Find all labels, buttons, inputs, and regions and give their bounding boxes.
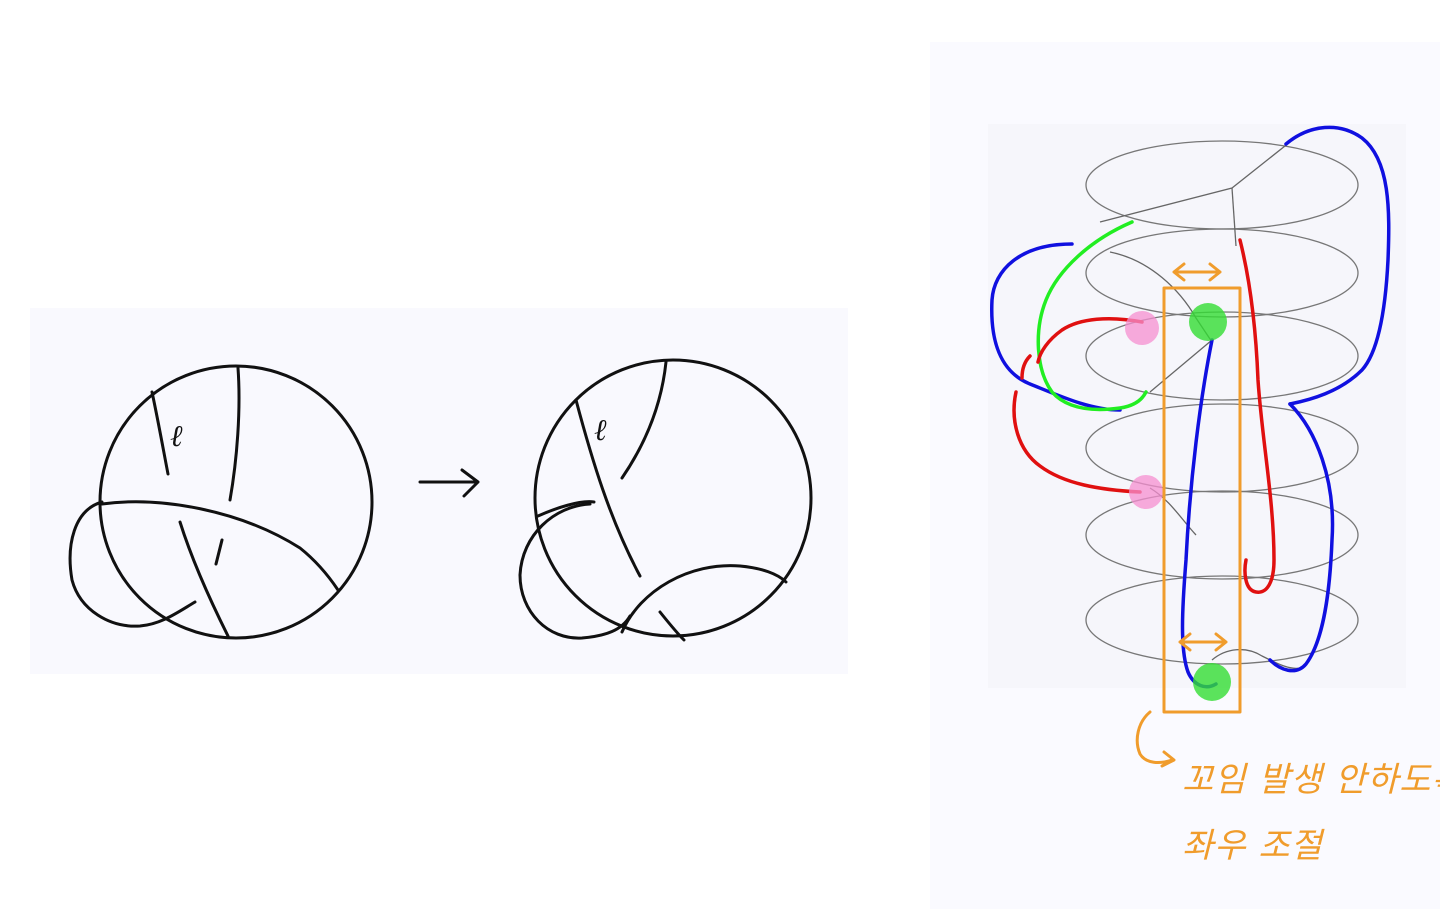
double-arrow-bottom <box>1178 632 1228 652</box>
chord-top-vertical <box>1231 187 1237 247</box>
red-strand-upper <box>1036 317 1144 364</box>
boundary-circle-after <box>533 358 813 638</box>
double-arrow-top <box>1172 262 1222 282</box>
green-dot-lower <box>1193 663 1231 701</box>
chord-mid-2 <box>1149 339 1213 393</box>
blue-strand-right-low <box>1268 402 1335 673</box>
orange-highlight-box <box>1162 286 1242 714</box>
red-strand-lower <box>1012 390 1142 494</box>
note-line-1: 꼬임 발생 안하도록 <box>1182 760 1440 800</box>
stacked-discs <box>1085 140 1359 670</box>
chord-bottom <box>1211 649 1301 670</box>
red-strand-dash <box>1020 354 1032 380</box>
chord-top <box>1099 141 1291 223</box>
pink-dot-upper <box>1125 311 1159 345</box>
strand-l-after <box>574 398 642 578</box>
arrow-shape <box>418 468 480 498</box>
note-pointer-arrow <box>1135 710 1176 768</box>
stacked-discs-background <box>988 124 1406 688</box>
disc-2 <box>1085 228 1359 318</box>
green-strand <box>1036 220 1148 412</box>
strand-vertical-before <box>228 366 241 502</box>
note-line-2: 좌우 조절 <box>1182 826 1323 866</box>
blue-strand-right <box>1284 125 1391 406</box>
strand-label-l-after: ℓ <box>594 413 607 448</box>
disc-5 <box>1085 490 1359 580</box>
disc-4 <box>1085 403 1359 493</box>
strand-lower-before <box>178 520 230 638</box>
strand-l-before <box>150 390 170 476</box>
knot-sketch-after: ℓ <box>518 358 813 642</box>
strand-tail-after <box>658 610 686 642</box>
disc-6 <box>1085 575 1359 665</box>
pink-dot-lower <box>1129 475 1163 509</box>
knot-sketch-before: ℓ <box>68 364 374 640</box>
transition-arrow <box>418 468 480 498</box>
left-loop-after <box>518 502 632 640</box>
arc-after <box>620 564 788 634</box>
strand-short-after <box>536 500 596 518</box>
green-dot-upper <box>1189 303 1227 341</box>
left-panel-background <box>30 308 848 674</box>
blue-strand-left <box>990 242 1122 412</box>
highlight-dots <box>1125 303 1231 701</box>
red-strand-right <box>1238 238 1276 594</box>
orange-annotation <box>1135 262 1242 768</box>
strand-vertical-after <box>620 360 668 480</box>
colored-strands <box>990 125 1391 689</box>
strand-label-l-before: ℓ <box>170 419 183 454</box>
strand-diagonal-before <box>100 500 340 592</box>
strand-fragment-before <box>214 538 224 566</box>
disc-1 <box>1085 140 1359 230</box>
left-loop-before <box>68 500 197 628</box>
